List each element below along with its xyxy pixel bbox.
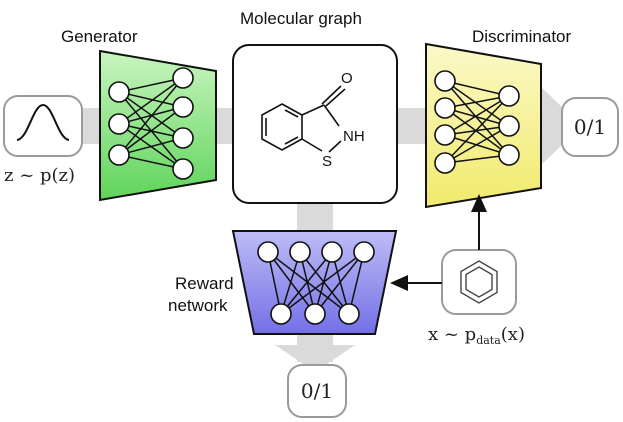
molecular-graph-label: Molecular graph [240,9,362,28]
reward-label-line1: Reward [175,274,234,293]
benzene-icon [460,260,498,304]
atom-oxygen: O [341,70,353,87]
discriminator-node [498,85,520,107]
discriminator-node [434,97,456,119]
generator-network [99,49,217,202]
reward-node [321,241,343,263]
generator-node [172,67,194,89]
generator-node [108,81,130,103]
discriminator-label: Discriminator [472,27,572,46]
discriminator-edge [444,107,510,156]
molecular-graph-box: O NH S [232,44,398,204]
reward-node [353,241,375,263]
discriminator-node [434,152,456,174]
reward-edge [299,251,350,315]
discriminator-edge [444,125,510,164]
real-data-box [441,249,517,315]
discriminator-edge [444,95,510,164]
generator-node [108,144,130,166]
reward-node [338,303,360,325]
generator-edge [118,77,184,93]
discriminator-node [434,124,456,146]
generator-node [108,113,130,135]
data-distribution-label: x ~ pdata(x) [428,324,525,347]
reward-node [257,241,279,263]
reward-network [231,230,398,335]
reward-node [270,303,292,325]
discriminator-node [498,115,520,137]
reward-output-label: 0/1 [301,379,333,403]
discriminator-edge [444,107,510,127]
discriminator-edge [444,80,510,156]
generator-node [172,96,194,118]
generator-node [172,127,194,149]
noise-input-box [3,95,83,157]
generator-edge [118,154,184,170]
generator-edge [118,77,184,125]
noise-label: z ~ p(z) [4,165,75,186]
generator-edge [118,77,184,156]
discriminator-edge [444,80,510,127]
discriminator-node [434,70,456,92]
discriminator-edge [444,95,510,109]
discriminator-edge [444,80,510,97]
generator-edge [118,106,184,156]
generator-node [172,158,194,180]
generator-label: Generator [61,27,138,46]
atom-sulfur: S [322,153,332,170]
generator-edge [118,137,184,156]
discriminator-output-box: 0/1 [561,97,619,157]
reward-edge [280,251,301,315]
reward-edge [280,251,365,315]
gaussian-curve-icon [16,103,70,141]
reward-node [304,303,326,325]
atom-nh: NH [343,128,365,145]
reward-edge [314,251,365,315]
reward-edge [280,251,333,315]
discriminator-edge [444,95,510,136]
generator-edge [118,91,184,108]
reward-label-line2: network [168,296,228,315]
molecule-structure [261,85,346,153]
reward-output-box: 0/1 [287,364,347,418]
discriminator-network [425,42,542,209]
reward-edge [267,251,316,315]
reward-node [289,241,311,263]
reward-edge [267,251,350,315]
discriminator-output-label: 0/1 [574,115,606,139]
discriminator-node [498,144,520,166]
